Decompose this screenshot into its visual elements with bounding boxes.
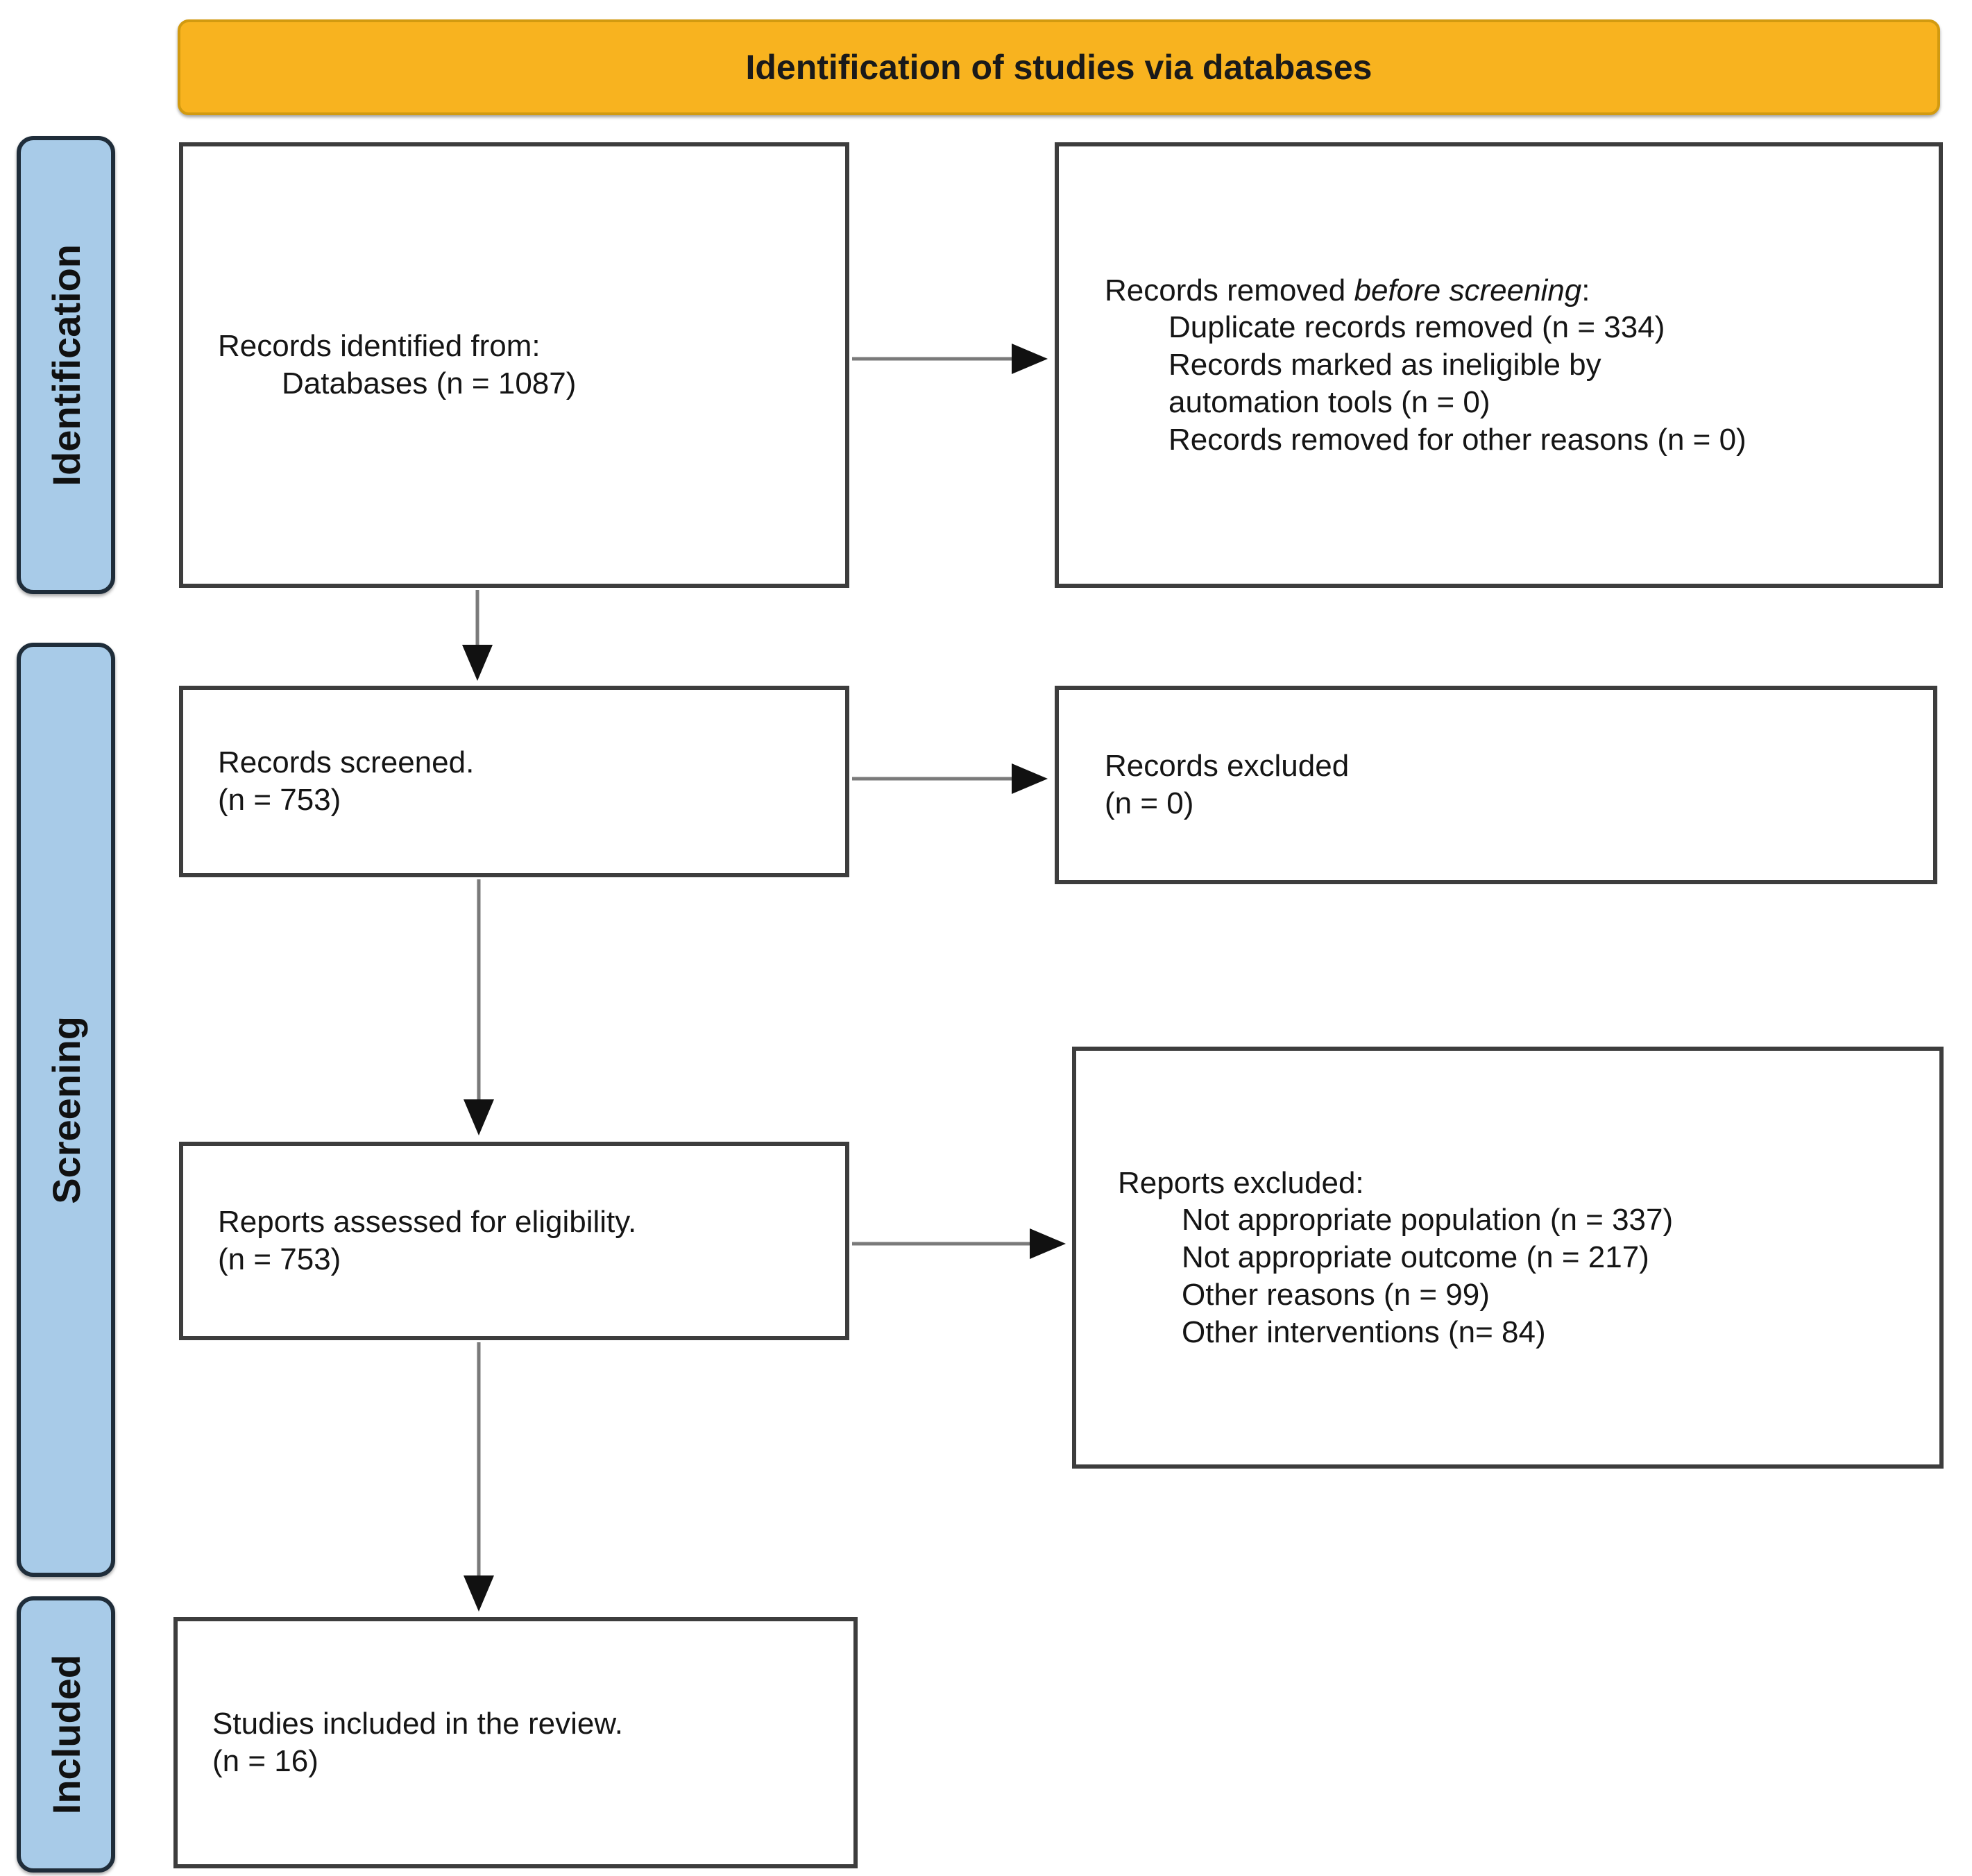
records-identified-line1: Records identified from: [218, 329, 541, 364]
box-studies-included: Studies included in the review. (n = 16) [173, 1617, 858, 1868]
stage-screening: Screening [17, 643, 115, 1577]
records-removed-item: Duplicate records removed (n = 334) [1168, 310, 1665, 345]
records-identified-line2: Databases (n = 1087) [282, 366, 577, 400]
box-records-identified: Records identified from: Databases (n = … [179, 142, 849, 588]
header-title: Identification of studies via databases [745, 48, 1372, 87]
reports-assessed-line2: (n = 753) [218, 1242, 341, 1276]
reports-assessed-line1: Reports assessed for eligibility. [218, 1205, 637, 1240]
stage-screening-label: Screening [44, 1015, 88, 1204]
box-records-removed: Records removed before screening: Duplic… [1055, 142, 1943, 588]
reports-excluded-item: Other interventions (n= 84) [1182, 1315, 1546, 1349]
records-removed-intro-suffix: : [1581, 273, 1590, 307]
studies-included-line1: Studies included in the review. [212, 1707, 623, 1741]
records-excluded-line1: Records excluded [1105, 749, 1350, 784]
stage-identification: Identification [17, 136, 115, 594]
records-screened-line1: Records screened. [218, 745, 475, 780]
records-removed-item: Records removed for other reasons (n = 0… [1168, 422, 1746, 457]
records-removed-item: Records marked as ineligible by automati… [1168, 348, 1601, 419]
reports-excluded-item: Not appropriate population (n = 337) [1182, 1203, 1674, 1237]
stage-identification-label: Identification [44, 244, 88, 487]
records-excluded-line2: (n = 0) [1105, 786, 1194, 820]
box-records-screened: Records screened. (n = 753) [179, 686, 849, 877]
stage-included-label: Included [44, 1654, 88, 1815]
reports-excluded-item: Other reasons (n = 99) [1182, 1277, 1490, 1312]
reports-excluded-item: Not appropriate outcome (n = 217) [1182, 1240, 1649, 1275]
records-removed-intro-prefix: Records removed [1105, 273, 1354, 307]
header-bar: Identification of studies via databases [178, 19, 1940, 115]
reports-excluded-title: Reports excluded: [1118, 1165, 1364, 1200]
records-screened-line2: (n = 753) [218, 783, 341, 817]
box-records-excluded: Records excluded (n = 0) [1055, 686, 1937, 884]
records-removed-intro: Records removed before screening: [1105, 272, 1918, 310]
studies-included-line2: (n = 16) [212, 1744, 318, 1778]
stage-included: Included [17, 1596, 115, 1873]
box-reports-excluded: Reports excluded: Not appropriate popula… [1072, 1047, 1944, 1469]
box-reports-assessed: Reports assessed for eligibility. (n = 7… [179, 1142, 849, 1340]
records-removed-intro-italic: before screening [1354, 273, 1582, 307]
